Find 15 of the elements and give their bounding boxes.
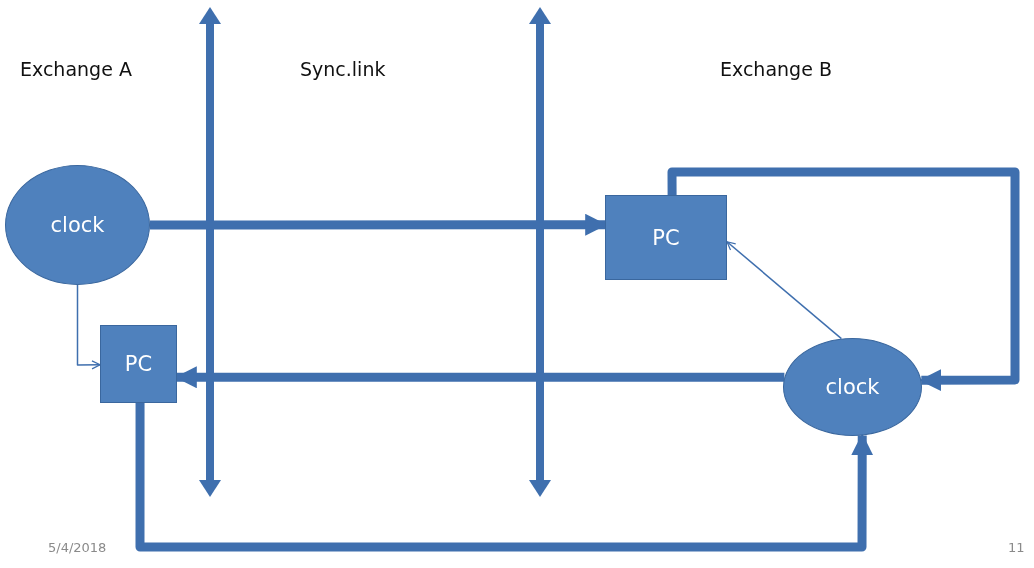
node-label: PC	[124, 352, 153, 376]
heading: Exchange B	[720, 58, 832, 80]
arrow	[667, 167, 1020, 392]
footer-date: 5/4/2018	[48, 540, 107, 555]
pc-box	[100, 325, 177, 403]
arrow	[726, 241, 843, 340]
slide-number: 11	[1008, 540, 1025, 555]
node-label: clock	[50, 213, 105, 237]
arrow	[76, 284, 101, 370]
heading: Exchange A	[20, 58, 132, 80]
heading: Sync.link	[300, 58, 386, 80]
arrow	[135, 403, 874, 552]
pc-box	[605, 195, 727, 280]
node-label: clock	[825, 375, 880, 399]
node-label: PC	[652, 225, 680, 250]
